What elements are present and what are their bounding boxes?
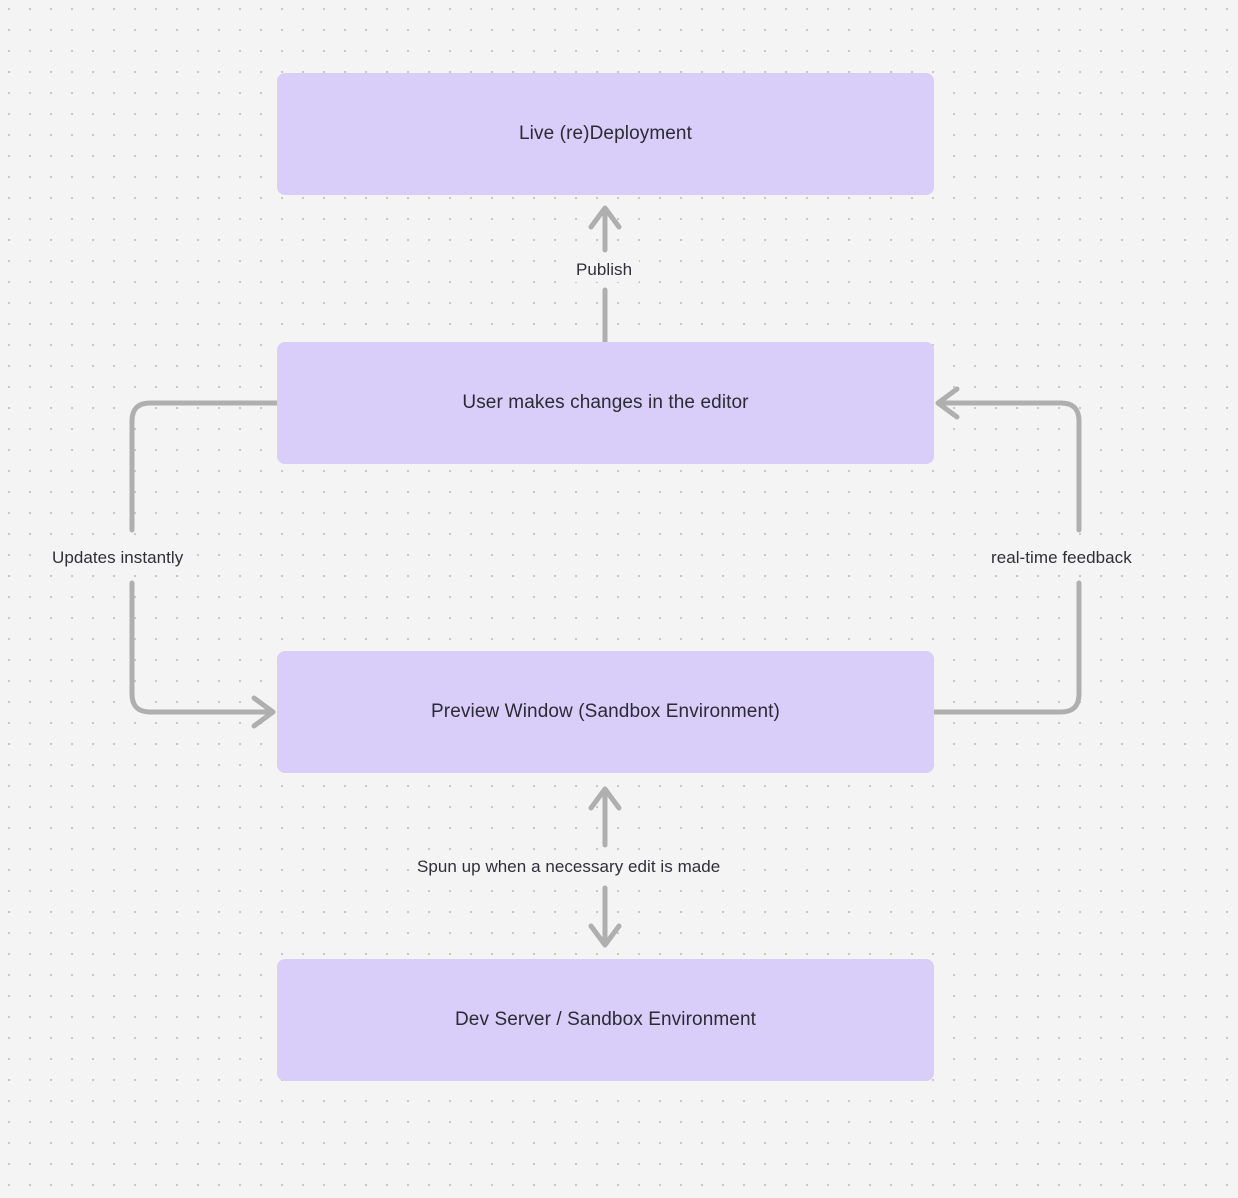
node-live-deployment[interactable]: Live (re)Deployment	[277, 73, 934, 195]
node-user-makes-changes[interactable]: User makes changes in the editor	[277, 342, 934, 464]
edge-label-updates-instantly: Updates instantly	[45, 546, 191, 570]
node-label: Live (re)Deployment	[519, 122, 692, 144]
node-label: Dev Server / Sandbox Environment	[454, 1008, 756, 1030]
edge-label-publish: Publish	[569, 258, 640, 282]
node-preview-window[interactable]: Preview Window (Sandbox Environment)	[277, 651, 934, 773]
edge-label-spun-up: Spun up when a necessary edit is made	[410, 855, 728, 879]
node-label: User makes changes in the editor	[462, 391, 749, 413]
node-dev-server[interactable]: Dev Server / Sandbox Environment	[277, 959, 934, 1081]
edge-label-real-time-feedback: real-time feedback	[984, 546, 1139, 570]
node-label: Preview Window (Sandbox Environment)	[431, 700, 780, 722]
